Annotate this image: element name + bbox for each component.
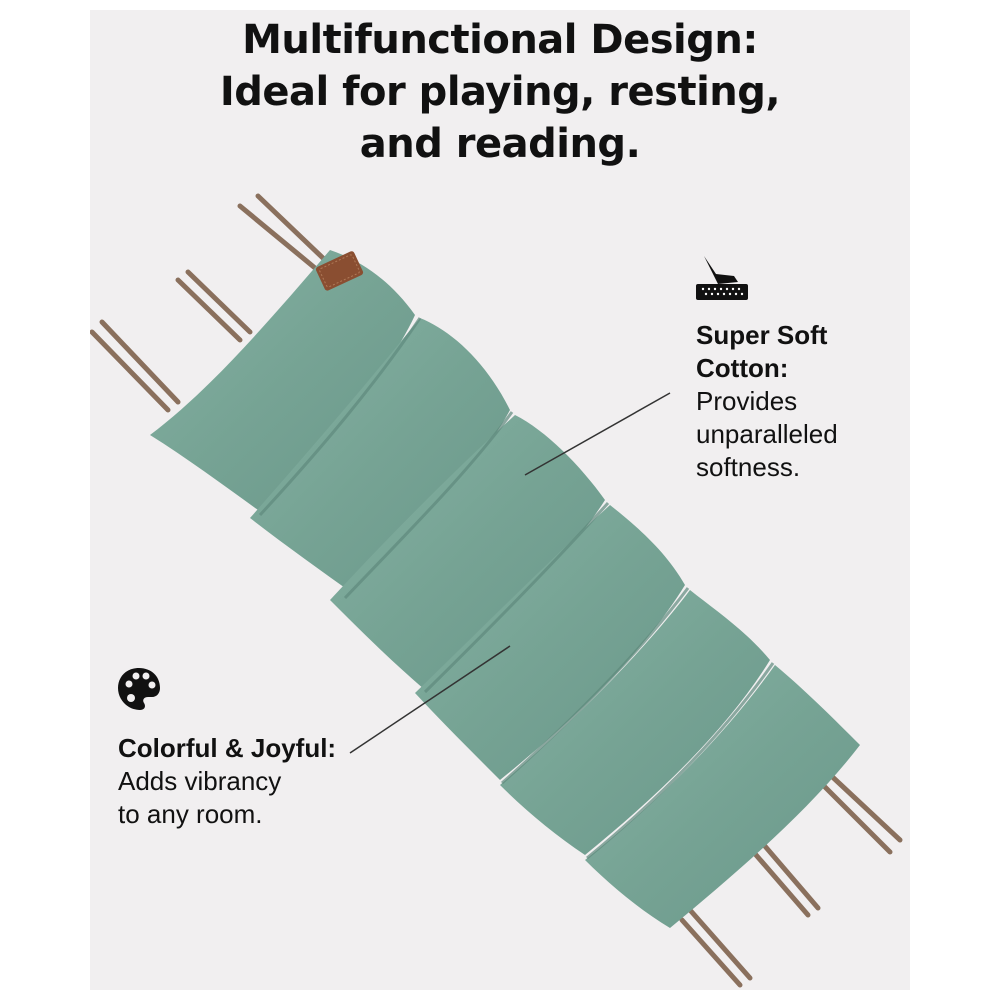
product-illustration	[90, 193, 903, 988]
mat-segment-2	[250, 318, 510, 595]
mat-segment-4	[415, 505, 685, 780]
mat-segment-3	[330, 415, 605, 690]
color-callout-desc-1: Adds vibrancy	[118, 766, 282, 796]
soft-callout-desc-1: Provides	[696, 386, 798, 416]
headline-line-3: and reading.	[359, 121, 641, 167]
color-callout: Colorful & Joyful: Adds vibrancy to any …	[118, 732, 336, 831]
bottom-ties	[679, 767, 903, 988]
soft-callout-desc-2: unparalleled	[696, 419, 838, 449]
mat-segment-1	[150, 250, 415, 515]
soft-callout: Super Soft Cotton: Provides unparalleled…	[696, 319, 838, 484]
hand-pressing-cushion-icon	[694, 254, 750, 309]
soft-callout-leader	[524, 392, 671, 476]
top-ties	[90, 193, 328, 413]
color-callout-leader	[349, 645, 511, 754]
brand-label-patch	[315, 251, 364, 291]
soft-callout-title-1: Super Soft	[696, 320, 828, 350]
mat-segment-5	[500, 590, 770, 855]
headline-line-2: Ideal for playing, resting,	[219, 69, 781, 115]
product-panel: Multifunctional Design: Ideal for playin…	[90, 10, 910, 990]
headline-line-1: Multifunctional Design:	[242, 17, 758, 63]
palette-icon	[116, 666, 162, 717]
color-callout-desc-2: to any room.	[118, 799, 263, 829]
headline: Multifunctional Design: Ideal for playin…	[90, 14, 910, 170]
soft-callout-desc-3: softness.	[696, 452, 801, 482]
mat-body	[150, 250, 860, 928]
mat-segment-6	[585, 665, 860, 928]
color-callout-title: Colorful & Joyful:	[118, 733, 337, 763]
soft-callout-title-2: Cotton:	[696, 353, 789, 383]
